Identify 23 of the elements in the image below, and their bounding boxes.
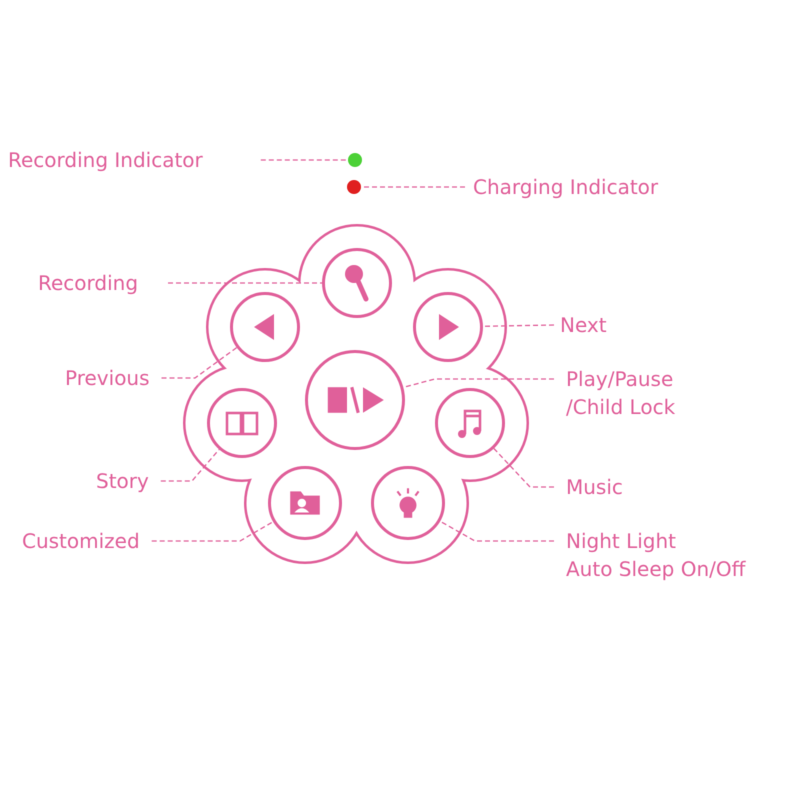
callout-label: Recording bbox=[38, 270, 138, 297]
callout-label: Customized bbox=[22, 528, 140, 555]
callout-label: Story bbox=[96, 468, 149, 495]
leader-line bbox=[168, 282, 322, 284]
leader-line bbox=[482, 324, 554, 327]
indicator-light bbox=[347, 180, 361, 194]
leader-line bbox=[361, 186, 465, 188]
leader-line bbox=[152, 521, 274, 542]
leader-line bbox=[493, 448, 554, 488]
leader-line bbox=[260, 159, 348, 161]
callout-label: Play/Pause /Child Lock bbox=[566, 366, 676, 421]
callout-label: Next bbox=[560, 312, 607, 339]
callout-label: Previous bbox=[65, 365, 150, 392]
leader-line bbox=[440, 520, 554, 542]
callout-label: Music bbox=[566, 474, 623, 501]
leader-line bbox=[403, 378, 554, 388]
leader-line bbox=[160, 449, 220, 482]
callout-label: Recording Indicator bbox=[8, 147, 203, 174]
indicator-light bbox=[348, 153, 362, 167]
callout-label: Auto Sleep On/Off bbox=[566, 556, 746, 583]
callout-label: Night Light bbox=[566, 528, 677, 555]
callout-label: Charging Indicator bbox=[473, 174, 658, 201]
leader-line bbox=[162, 347, 238, 379]
